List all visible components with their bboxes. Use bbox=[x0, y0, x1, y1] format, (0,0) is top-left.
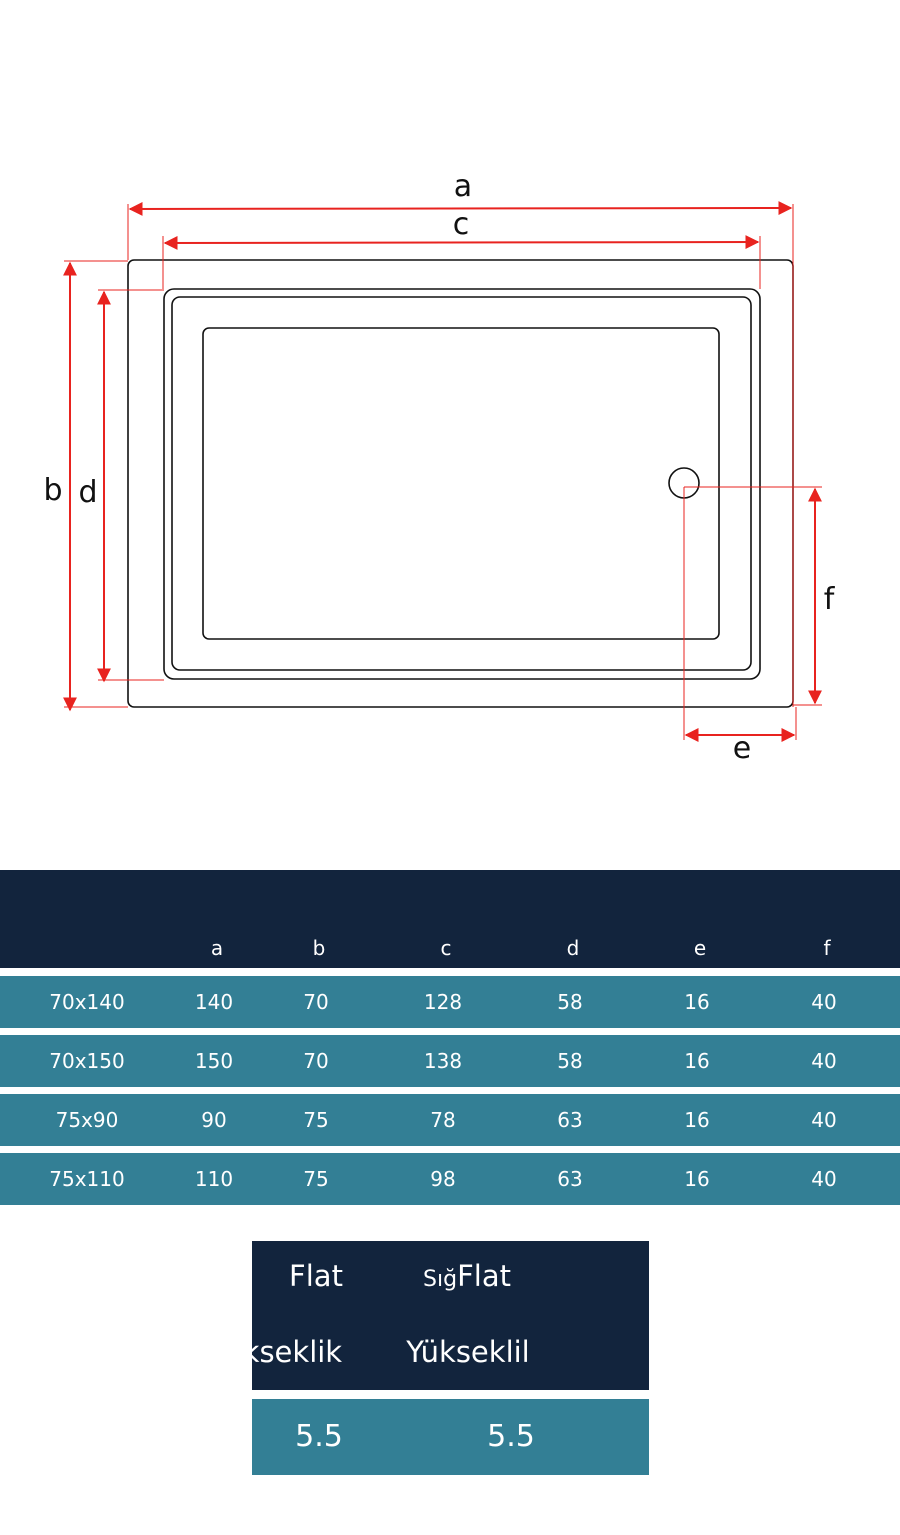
value-cell: 70 bbox=[303, 1049, 329, 1073]
tray-rim-outline bbox=[163, 288, 761, 680]
value-cell: 150 bbox=[194, 1049, 234, 1073]
extension-lines bbox=[64, 204, 822, 740]
header-a: a bbox=[210, 936, 224, 960]
label-b: b bbox=[43, 473, 62, 508]
value-cell: 16 bbox=[684, 1167, 710, 1191]
value-cell: 63 bbox=[557, 1167, 583, 1191]
value-cell: 75 bbox=[303, 1108, 329, 1132]
size-cell: 75x110 bbox=[49, 1167, 125, 1191]
height-table-values: 5.5 5.5 bbox=[252, 1399, 649, 1475]
label-c: c bbox=[453, 207, 470, 242]
shower-tray-dimension-diagram: a c b d f e bbox=[43, 169, 836, 766]
value-cell: 75 bbox=[303, 1167, 329, 1191]
size-cell: 70x140 bbox=[49, 990, 125, 1014]
value-cell: 58 bbox=[557, 990, 583, 1014]
value-cell: 140 bbox=[194, 990, 234, 1014]
size-cell: 75x90 bbox=[55, 1108, 119, 1132]
value-cell: 138 bbox=[423, 1049, 463, 1073]
value-cell: 40 bbox=[811, 1167, 837, 1191]
value-cell: 90 bbox=[201, 1108, 227, 1132]
sig-flat-height-value: 5.5 bbox=[487, 1419, 535, 1454]
value-cell: 58 bbox=[557, 1049, 583, 1073]
sig-flat-title-text: Flat bbox=[457, 1259, 511, 1293]
value-cell: 16 bbox=[684, 1108, 710, 1132]
size-cell: 70x150 bbox=[49, 1049, 125, 1073]
header-e: e bbox=[693, 936, 707, 960]
header-f: f bbox=[823, 936, 831, 960]
dimension-arrow-c bbox=[163, 235, 760, 250]
sig-flat-subtitle: Yükseklil bbox=[406, 1335, 530, 1369]
tray-basin-outline bbox=[202, 327, 720, 640]
header-d: d bbox=[566, 936, 580, 960]
sig-flat-prefix: Sığ bbox=[423, 1267, 458, 1292]
value-cell: 16 bbox=[684, 1049, 710, 1073]
tray-outer-outline bbox=[127, 259, 794, 708]
dimension-table-header: a b c d e f bbox=[0, 870, 900, 968]
value-cell: 40 bbox=[811, 990, 837, 1014]
value-cell: 110 bbox=[194, 1167, 234, 1191]
label-f: f bbox=[824, 582, 836, 617]
table-row: 70x150 150 70 138 58 16 40 bbox=[0, 1035, 900, 1087]
flat-height-value: 5.5 bbox=[295, 1419, 343, 1454]
header-c: c bbox=[440, 936, 452, 960]
value-cell: 70 bbox=[303, 990, 329, 1014]
value-cell: 40 bbox=[811, 1108, 837, 1132]
table-row: 70x140 140 70 128 58 16 40 bbox=[0, 976, 900, 1028]
value-cell: 63 bbox=[557, 1108, 583, 1132]
header-b: b bbox=[312, 936, 326, 960]
height-table-header: Flat SığFlat Yükseklik Yükseklil bbox=[210, 1241, 649, 1390]
value-cell: 40 bbox=[811, 1049, 837, 1073]
value-cell: 16 bbox=[684, 990, 710, 1014]
value-cell: 78 bbox=[430, 1108, 456, 1132]
flat-title: Flat bbox=[289, 1259, 343, 1293]
value-cell: 128 bbox=[423, 990, 463, 1014]
dimension-arrow-a bbox=[128, 201, 793, 216]
label-e: e bbox=[733, 731, 751, 766]
table-row: 75x110 110 75 98 63 16 40 bbox=[0, 1153, 900, 1205]
tray-inner-rim-outline bbox=[171, 296, 752, 671]
table-row: 75x90 90 75 78 63 16 40 bbox=[0, 1094, 900, 1146]
label-d: d bbox=[78, 475, 97, 510]
flat-subtitle: Yükseklik bbox=[209, 1335, 343, 1369]
value-cell: 98 bbox=[430, 1167, 456, 1191]
sig-flat-title: SığFlat bbox=[423, 1259, 511, 1293]
label-a: a bbox=[454, 169, 472, 204]
